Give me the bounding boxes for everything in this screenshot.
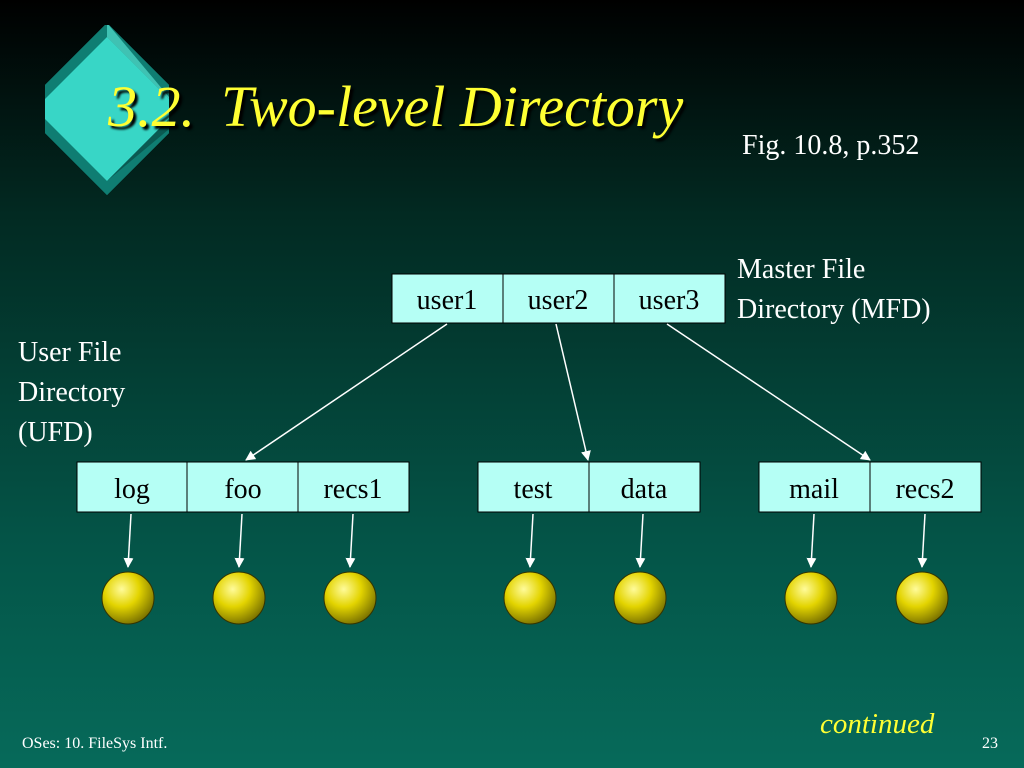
pointer-arrow-user1 (245, 323, 448, 461)
mfd-label-line1: Master File (737, 254, 866, 285)
ufd-label: User File Directory (UFD) (18, 333, 125, 453)
ufd-label-line1: User File (18, 337, 122, 368)
file-node-test (503, 571, 557, 625)
ufd-entry-data: data (621, 474, 668, 505)
ufd-entry-mail: mail (789, 474, 839, 505)
file-arrow-data (635, 513, 646, 568)
file-arrow-recs2 (917, 513, 928, 568)
mfd-label: Master File Directory (MFD) (737, 250, 931, 330)
ufd-cell-data (588, 461, 701, 513)
ufd-entry-log: log (114, 474, 150, 505)
page-number: 23 (982, 735, 998, 752)
ufd-user1: log foo recs1 (76, 461, 410, 513)
ufd-entry-foo: foo (224, 474, 261, 505)
ufd-entry-test: test (514, 474, 553, 505)
file-node-recs2 (895, 571, 949, 625)
file-node-data (613, 571, 667, 625)
mfd-label-line2: Directory (MFD) (737, 294, 931, 325)
slide-title: 3.2.Two-level Directory (108, 78, 683, 136)
file-arrow-log (123, 513, 134, 568)
mfd-cell-user1 (391, 273, 504, 324)
diamond-bullet-icon (45, 25, 169, 195)
ufd-cell-test (477, 461, 590, 513)
ufd-cell-foo (186, 461, 299, 513)
ufd-user3: mail recs2 (758, 461, 982, 513)
ufd-label-line2: Directory (18, 377, 126, 408)
footer-course-title: OSes: 10. FileSys Intf. (22, 735, 168, 752)
file-arrow-foo (234, 513, 245, 568)
file-node-recs1 (323, 571, 377, 625)
mfd-cell-user3 (613, 273, 726, 324)
file-arrow-test (525, 513, 536, 568)
ufd-entry-recs2: recs2 (895, 474, 954, 505)
pointer-arrow-user2 (555, 323, 591, 461)
file-node-foo (212, 571, 266, 625)
figure-reference: Fig. 10.8, p.352 (742, 130, 920, 161)
ufd-entry-recs1: recs1 (323, 474, 382, 505)
title-text: Two-level Directory (221, 74, 684, 139)
title-number: 3.2. (108, 74, 195, 139)
mfd-entry-user3: user3 (639, 285, 700, 316)
ufd-cell-mail (758, 461, 871, 513)
continued-label: continued (820, 708, 935, 740)
ufd-user2: test data (477, 461, 701, 513)
mfd-entry-user2: user2 (528, 285, 589, 316)
file-arrow-mail (806, 513, 817, 568)
mfd-entry-user1: user1 (417, 285, 478, 316)
ufd-label-line3: (UFD) (18, 417, 93, 448)
pointer-arrow-user3 (666, 323, 871, 461)
file-node-log (101, 571, 155, 625)
ufd-cell-recs2 (869, 461, 982, 513)
file-node-mail (784, 571, 838, 625)
ufd-cell-recs1 (297, 461, 410, 513)
file-arrow-recs1 (345, 513, 356, 568)
mfd-row: user1 user2 user3 (391, 273, 726, 324)
